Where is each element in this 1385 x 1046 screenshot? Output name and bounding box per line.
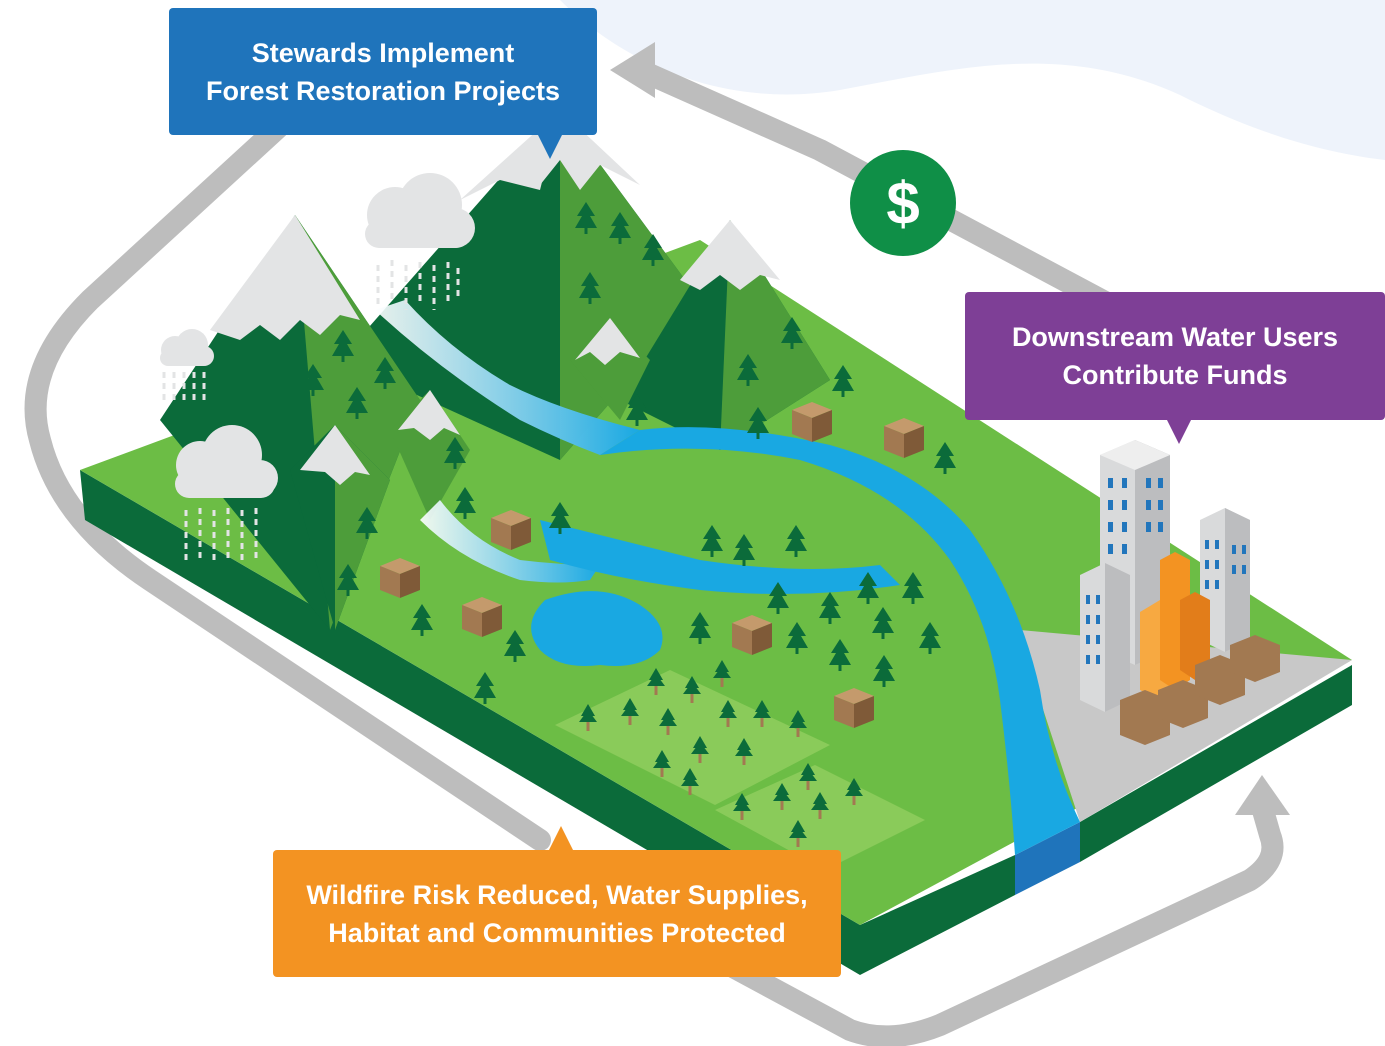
river-side (1015, 822, 1080, 895)
callout-pointer (549, 826, 573, 850)
rain-icon (162, 260, 460, 560)
callout-users-line1: Downstream Water Users (1011, 322, 1339, 352)
callout-benefits-line1: Wildfire Risk Reduced, Water Supplies, (306, 879, 808, 910)
plot-1 (555, 670, 830, 805)
stream-upper (375, 300, 640, 455)
callout-stewards-line2: Forest Restoration Projects (205, 75, 561, 106)
callout-stewards: Stewards Implement Forest Restoration Pr… (169, 8, 597, 159)
callout-water-users: Downstream Water Users Contribute Funds (965, 292, 1385, 444)
city-side (1080, 665, 1352, 862)
cloud-icon (160, 173, 475, 498)
stream-lower (420, 500, 600, 583)
dollar-icon: $ (850, 150, 956, 256)
river (600, 427, 1080, 855)
land-side-left (80, 470, 860, 975)
callout-stewards-line1: Stewards Implement (251, 37, 515, 68)
arrowhead-right (1235, 775, 1290, 815)
callout-pointer (1167, 420, 1191, 444)
mountain-range (160, 110, 830, 630)
window-grid (1086, 478, 1246, 664)
pond (531, 591, 663, 666)
city-buildings (1080, 440, 1280, 745)
callout-benefits: Wildfire Risk Reduced, Water Supplies, H… (273, 826, 841, 977)
callout-benefits-line2: Habitat and Communities Protected (328, 917, 786, 948)
callout-users-line2: Contribute Funds (1062, 360, 1288, 390)
land-side-front (860, 855, 1015, 975)
arrowhead-top (610, 42, 655, 98)
callout-pointer (538, 135, 562, 159)
cycle-arrow-icon (24, 59, 1284, 1046)
river-branch (540, 520, 900, 594)
sky-wash (560, 0, 1385, 160)
